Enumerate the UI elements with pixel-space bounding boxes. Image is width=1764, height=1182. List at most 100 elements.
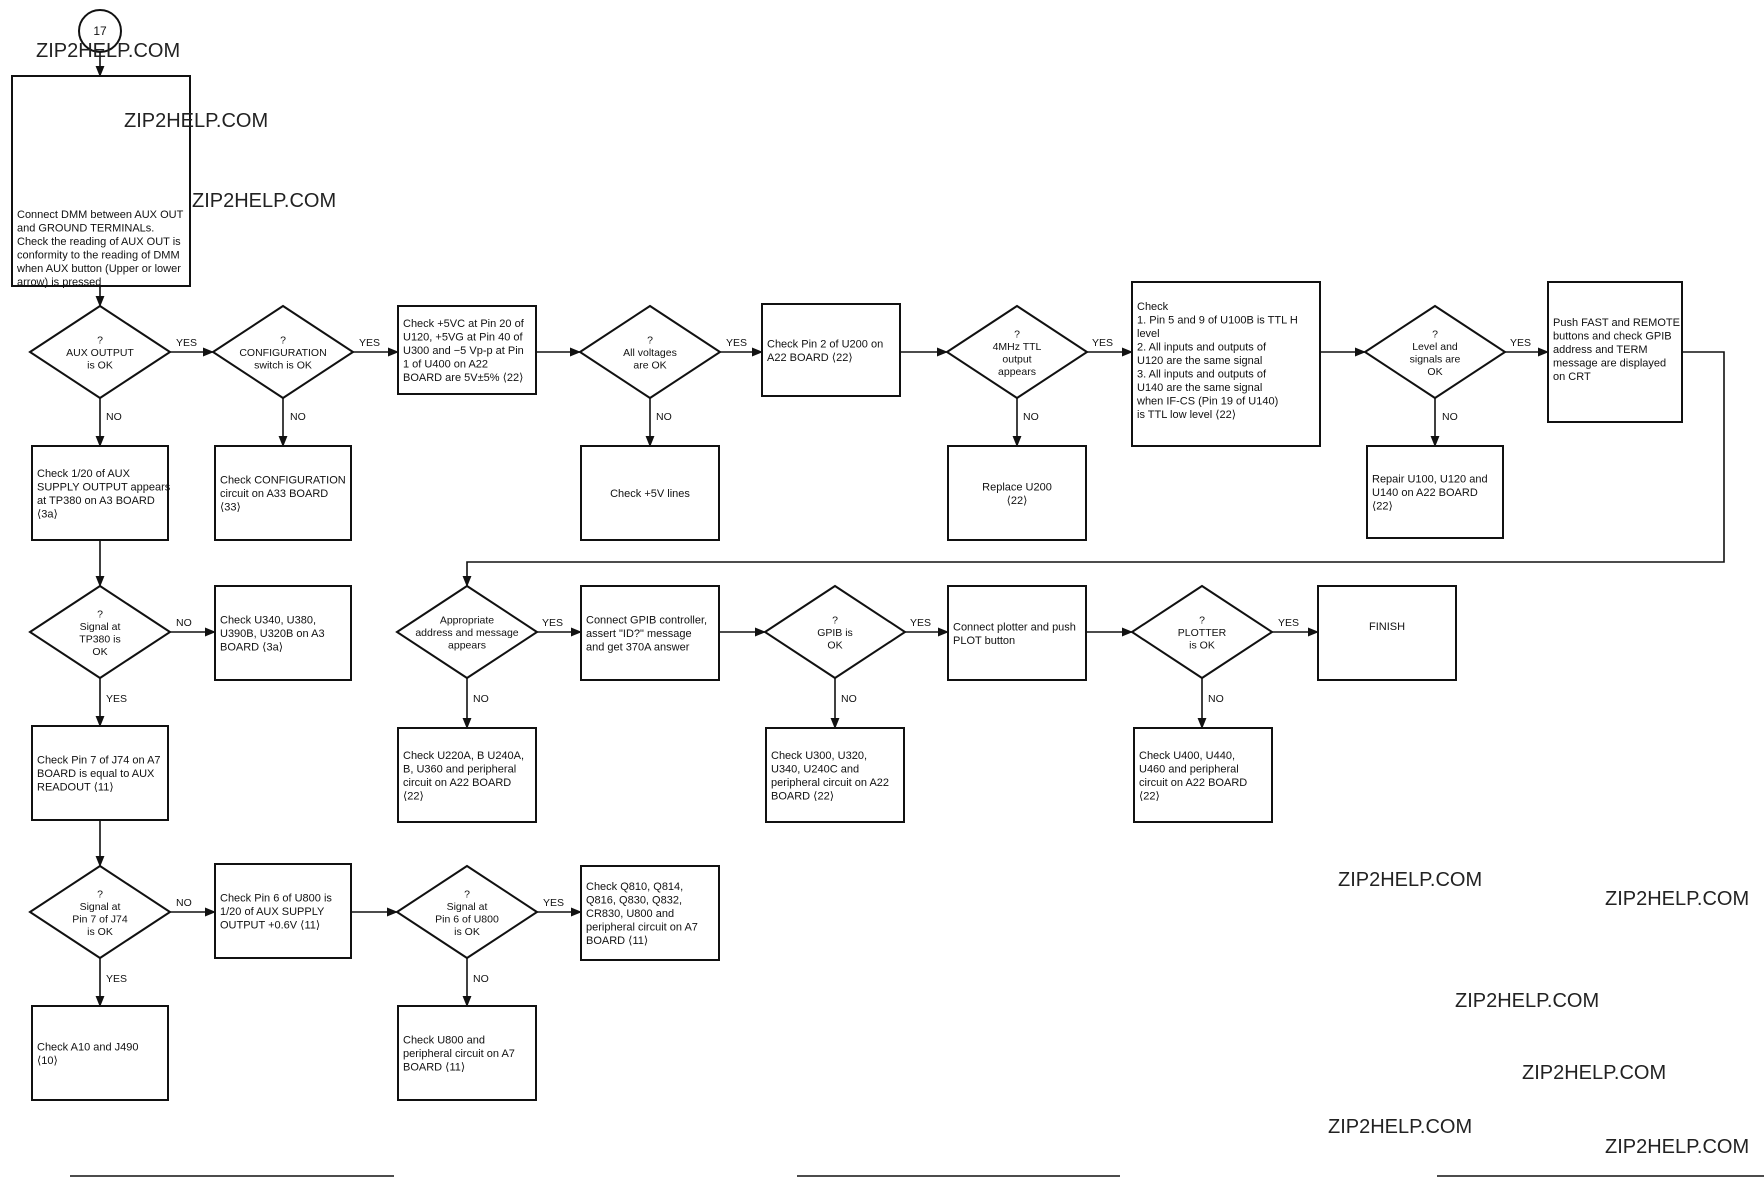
node-text: circuit on A33 BOARD — [220, 488, 328, 500]
no-label: NO — [1023, 411, 1039, 423]
yes-label: YES — [726, 337, 747, 349]
decision-text: is OK — [87, 926, 113, 938]
node-text: Check U220A, B U240A, — [403, 750, 524, 762]
decision-text: OK — [827, 640, 842, 652]
b-finish-box: FINISH — [1317, 585, 1457, 681]
watermark: ZIP2HELP.COM — [1605, 1136, 1750, 1158]
decision-text: OK — [92, 646, 107, 658]
node-text: 1 of U400 on A22 — [403, 359, 488, 371]
watermark: ZIP2HELP.COM — [1522, 1062, 1667, 1084]
decision-text: address and message — [415, 627, 518, 639]
decision-text: appears — [998, 366, 1036, 378]
b-check5v-box: Check +5VC at Pin 20 of U120, +5VG at Pin… — [397, 305, 537, 395]
node-text: Check U400, U440, — [1139, 750, 1235, 762]
decision-text: ? — [1432, 328, 1438, 340]
node-text: when IF-CS (Pin 19 of U140) — [1136, 396, 1278, 408]
yes-label: YES — [106, 693, 127, 705]
no-label: NO — [176, 617, 192, 629]
connector-17: 17 — [78, 9, 122, 53]
watermark: ZIP2HELP.COM — [1338, 869, 1483, 891]
b-gpib-ctrl-box: Connect GPIB controller,assert "ID?" mes… — [580, 585, 720, 681]
decision-text: All voltages — [623, 347, 677, 359]
node-text: Check CONFIGURATION — [220, 475, 346, 487]
node-text: BOARD is equal to AUX — [37, 768, 155, 780]
decision-text: is OK — [1189, 640, 1215, 652]
node-text: ⟨22⟩ — [403, 790, 424, 802]
node-text: buttons and check GPIB — [1553, 331, 1672, 343]
decision-text: appears — [448, 640, 486, 652]
node-text: conformity to the reading of DMM — [17, 250, 180, 262]
node-text: OUTPUT +0.6V ⟨11⟩ — [220, 920, 320, 932]
b-u340-box: Check U340, U380,U390B, U320B on A3BOARD… — [214, 585, 352, 681]
flow-arrow — [462, 351, 1725, 588]
yes-label: YES — [176, 337, 197, 349]
no-label: NO — [841, 693, 857, 705]
node-text: Check — [1137, 301, 1169, 313]
node-text: address and TERM — [1553, 344, 1648, 356]
node-text: 1/20 of AUX SUPPLY — [220, 906, 325, 918]
node-text: ⟨22⟩ — [1139, 790, 1160, 802]
watermark: ZIP2HELP.COM — [1328, 1116, 1473, 1138]
b-q810-box: Check Q810, Q814,Q816, Q830, Q832,CR830,… — [580, 865, 720, 961]
node-text: BOARD ⟨11⟩ — [586, 935, 648, 947]
node-text: Check Pin 6 of U800 is — [220, 893, 332, 905]
node-text: U120 are the same signal — [1137, 355, 1262, 367]
node-text: Repair U100, U120 and — [1372, 474, 1488, 486]
b-5v-lines-box: Check +5V lines — [580, 445, 720, 541]
node-text: Check Pin 7 of J74 on A7 — [37, 755, 161, 767]
node-text: Connect DMM between AUX OUT — [17, 209, 184, 221]
node-text: FINISH — [1369, 621, 1405, 633]
node-text: is TTL low level ⟨22⟩ — [1137, 409, 1236, 421]
node-text: level — [1137, 328, 1160, 340]
decision-text: ? — [97, 608, 103, 620]
node-text: U390B, U320B on A3 — [220, 628, 325, 640]
node-text: Check +5VC at Pin 20 of — [403, 318, 525, 330]
decision-text: OK — [1427, 366, 1442, 378]
node-text: at TP380 on A3 BOARD — [37, 495, 155, 507]
no-label: NO — [106, 411, 122, 423]
decision-text: ? — [1014, 328, 1020, 340]
node-text: 1. Pin 5 and 9 of U100B is TTL H — [1137, 315, 1298, 327]
node-text: arrow) is pressed — [17, 277, 101, 289]
decision-text: Signal at — [80, 621, 121, 633]
no-label: NO — [473, 973, 489, 985]
no-label: NO — [656, 411, 672, 423]
node-text: PLOT button — [953, 635, 1015, 647]
yes-label: YES — [359, 337, 380, 349]
connector-lines — [95, 52, 1725, 1008]
yes-label: YES — [1278, 617, 1299, 629]
b-u300-box: Check U300, U320,U340, U240C andperipher… — [765, 727, 905, 823]
decision-text: Pin 6 of U800 — [435, 913, 499, 925]
node-text: READOUT ⟨11⟩ — [37, 782, 114, 794]
yes-label: YES — [910, 617, 931, 629]
node-text: U140 on A22 BOARD — [1372, 487, 1478, 499]
node-text: and GROUND TERMINALs. — [17, 223, 154, 235]
node-text: message are displayed — [1553, 358, 1666, 370]
node-text: U120, +5VG at Pin 40 of — [403, 332, 523, 344]
yes-label: YES — [542, 617, 563, 629]
decision-text: is OK — [454, 926, 480, 938]
decision-text: ? — [97, 335, 103, 347]
b-replace-box: Replace U200⟨22⟩ — [947, 445, 1087, 541]
b-a10-box: Check A10 and J490⟨10⟩ — [31, 1005, 169, 1101]
node-text: SUPPLY OUTPUT appears — [37, 481, 171, 493]
node-text: 2. All inputs and outputs of — [1137, 342, 1267, 354]
decision-text: GPIB is — [817, 627, 853, 639]
decision-text: Pin 7 of J74 — [72, 913, 128, 925]
b-u220-box: Check U220A, B U240A,B, U360 and periphe… — [397, 727, 537, 823]
node-text: ⟨33⟩ — [220, 502, 241, 514]
node-text: circuit on A22 BOARD — [403, 777, 511, 789]
node-text: assert "ID?" message — [586, 628, 692, 640]
